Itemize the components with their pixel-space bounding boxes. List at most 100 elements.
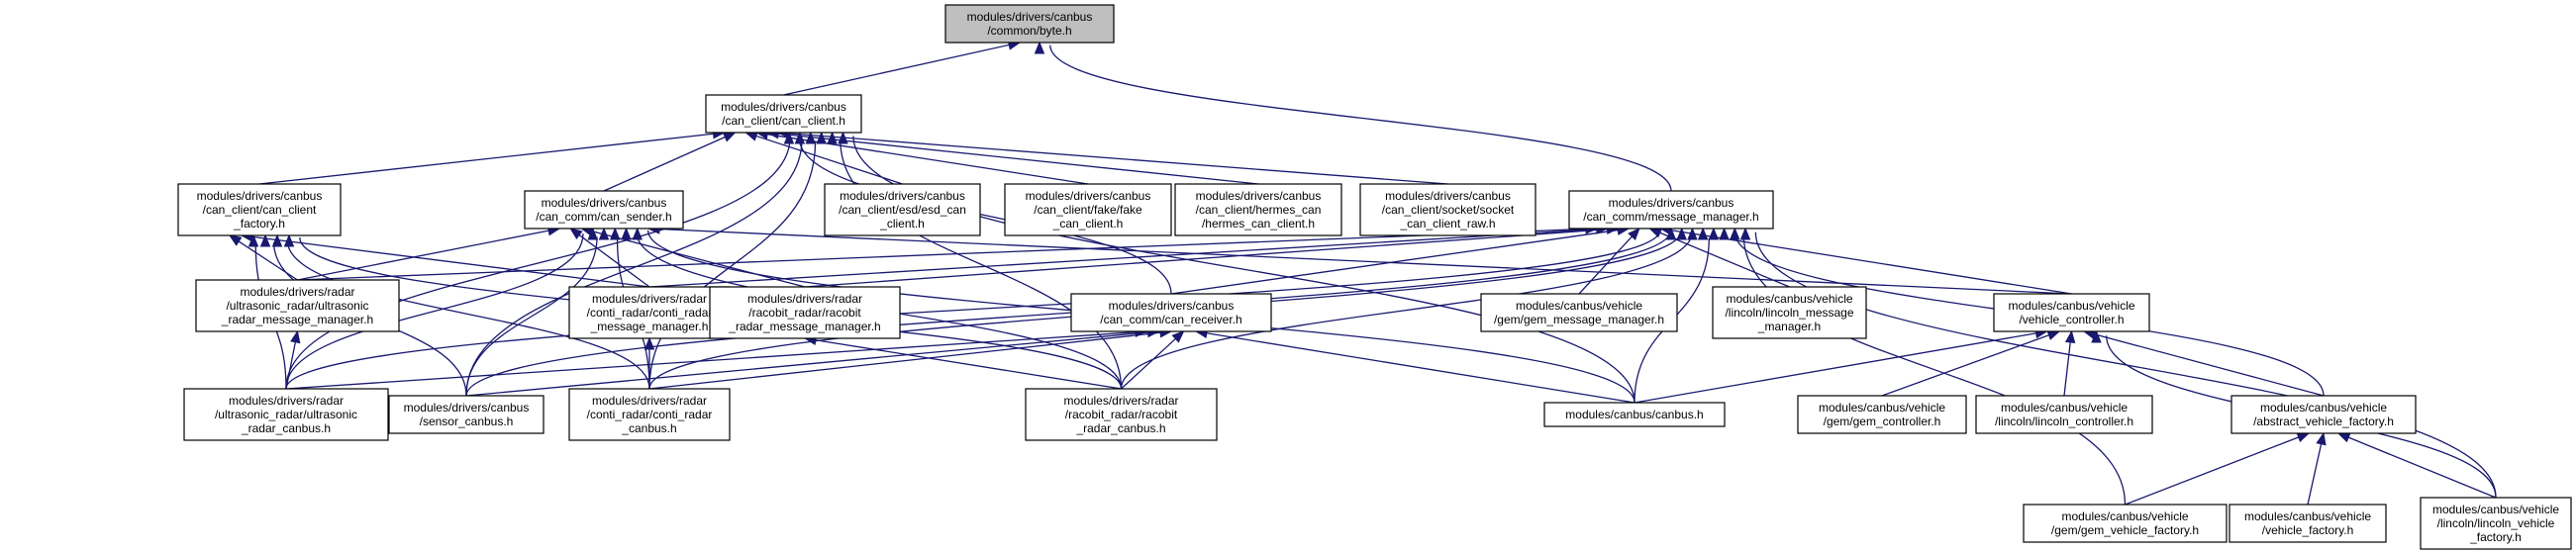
node-conti_radar_message_manager[interactable]: modules/drivers/radar/conti_radar/conti_…	[568, 286, 731, 339]
include-edge-can_client_factory-to-can_client	[258, 129, 726, 185]
node-esd_can_client[interactable]: modules/drivers/canbus/can_client/esd/es…	[824, 183, 981, 236]
arrowhead	[2296, 432, 2311, 443]
node-conti_radar_canbus[interactable]: modules/drivers/radar/conti_radar/conti_…	[568, 388, 731, 441]
node-lincoln_controller[interactable]: modules/canbus/vehicle/lincoln/lincoln_c…	[1975, 395, 2153, 434]
node-label-line: /racobit_radar/racobit	[1065, 408, 1178, 421]
node-message_manager[interactable]: modules/drivers/canbus/can_comm/message_…	[1568, 190, 1774, 230]
node-label-line: modules/canbus/vehicle	[1819, 401, 1945, 415]
node-label-line: /can_client/socket/socket	[1382, 203, 1515, 217]
include-edge-gem_controller-to-vehicle_controller	[1881, 329, 2061, 397]
edge-line	[648, 331, 1161, 390]
node-label-line: /vehicle_factory.h	[2262, 523, 2354, 537]
edge-line	[1049, 45, 1672, 192]
include-edge-racobit_radar_canbus-to-can_receiver	[1121, 330, 1185, 390]
node-box	[195, 279, 400, 332]
node-gem_vehicle_factory[interactable]: modules/canbus/vehicle/gem/gem_vehicle_f…	[2023, 504, 2228, 543]
node-can_client[interactable]: modules/drivers/canbus/can_client/can_cl…	[705, 94, 862, 134]
node-racobit_radar_message_manager[interactable]: modules/drivers/radar/racobit_radar/raco…	[709, 286, 901, 339]
node-box	[2420, 497, 2572, 550]
node-sensor_canbus[interactable]: modules/drivers/canbus/sensor_canbus.h	[388, 395, 545, 434]
node-gem_message_manager[interactable]: modules/canbus/vehicle/gem/gem_message_m…	[1480, 293, 1678, 332]
node-can_receiver[interactable]: modules/drivers/canbus/can_comm/can_rece…	[1070, 293, 1272, 332]
node-label-line: modules/canbus/vehicle	[2008, 299, 2134, 313]
edge-line	[1659, 231, 1790, 288]
edge-line	[2125, 436, 2299, 506]
node-label-line: /gem/gem_vehicle_factory.h	[2051, 523, 2199, 537]
include-edge-ultrasonic_radar_canbus-to-can_client	[285, 131, 806, 390]
include-edge-gem_vehicle_factory-to-message_manager	[1730, 227, 2127, 506]
edge-line	[297, 230, 549, 281]
node-label-line: /can_client/can_client.h	[722, 114, 845, 128]
edge-line	[297, 228, 1587, 281]
node-label-line: /vehicle_controller.h	[2019, 313, 2124, 326]
node-lincoln_message_manager[interactable]: modules/canbus/vehicle/lincoln/lincoln_m…	[1712, 286, 1867, 339]
node-byte[interactable]: modules/drivers/canbus/common/byte.h	[944, 4, 1115, 44]
node-vehicle_factory[interactable]: modules/canbus/vehicle/vehicle_factory.h	[2229, 504, 2387, 543]
edge-line	[798, 137, 1172, 295]
node-label-line: _can_client.h	[1052, 217, 1124, 231]
arrowhead	[1719, 227, 1730, 240]
include-edge-abstract_vehicle_factory-to-vehicle_controller	[2082, 328, 2325, 397]
arrowhead	[1034, 41, 1045, 54]
node-box	[1359, 183, 1536, 236]
node-label-line: /abstract_vehicle_factory.h	[2253, 415, 2394, 428]
node-label-line: modules/drivers/canbus	[1609, 196, 1734, 210]
edge-line	[1121, 337, 1176, 390]
arrowhead	[2336, 432, 2351, 443]
node-label-line: /conti_radar/conti_radar	[587, 408, 713, 421]
node-label-line: _can_client_raw.h	[1399, 217, 1495, 231]
node-label-line: _factory.h	[2469, 530, 2522, 544]
arrowhead	[805, 131, 817, 144]
node-ultrasonic_radar_canbus[interactable]: modules/drivers/radar/ultrasonic_radar/u…	[183, 388, 389, 441]
node-canbus[interactable]: modules/canbus/canbus.h	[1543, 402, 1726, 427]
include-edge-lincoln_vehicle_factory-to-abstract_vehicle_factory	[2336, 432, 2497, 499]
node-label-line: /can_comm/message_manager.h	[1583, 210, 1758, 224]
node-box	[1993, 293, 2150, 332]
node-label-line: modules/drivers/radar	[1063, 394, 1178, 408]
include-edge-sensor_canbus-to-can_sender	[465, 227, 610, 397]
edge-line	[2094, 333, 2325, 397]
edge-line	[258, 133, 714, 185]
node-lincoln_vehicle_factory[interactable]: modules/canbus/vehicle/lincoln/lincoln_v…	[2420, 497, 2572, 550]
node-box	[1070, 293, 1272, 332]
node-can_sender[interactable]: modules/drivers/canbus/can_comm/can_send…	[524, 190, 684, 230]
include-edge-conti_radar_canbus-to-can_client_factory	[271, 233, 650, 390]
node-label-line: /can_client/esd/esd_can	[839, 203, 966, 217]
node-ultrasonic_radar_message_manager[interactable]: modules/drivers/radar/ultrasonic_radar/u…	[195, 279, 400, 332]
arrowhead	[1628, 228, 1640, 241]
node-hermes_can_client[interactable]: modules/drivers/canbus/can_client/hermes…	[1174, 183, 1342, 236]
arrowhead	[259, 233, 271, 247]
node-socket_can_client_raw[interactable]: modules/drivers/canbus/can_client/socket…	[1359, 183, 1536, 236]
node-gem_controller[interactable]: modules/canbus/vehicle/gem/gem_controlle…	[1797, 395, 1967, 434]
arrowhead	[610, 227, 621, 240]
arrowhead	[228, 234, 243, 246]
include-edge-vehicle_factory-to-abstract_vehicle_factory	[2307, 431, 2327, 506]
node-label-line: /hermes_can_client.h	[1202, 217, 1315, 231]
node-box	[1712, 286, 1867, 339]
node-racobit_radar_canbus[interactable]: modules/drivers/radar/racobit_radar/raco…	[1025, 388, 1218, 441]
arrowhead	[621, 227, 632, 240]
arrowhead	[290, 329, 301, 344]
node-label-line: _radar_message_manager.h	[728, 320, 880, 333]
arrowhead	[644, 336, 655, 350]
arrowhead	[569, 228, 583, 240]
node-can_client_factory[interactable]: modules/drivers/canbus/can_client/can_cl…	[177, 183, 342, 236]
node-box	[177, 183, 342, 236]
node-abstract_vehicle_factory[interactable]: modules/canbus/vehicle/abstract_vehicle_…	[2230, 395, 2417, 434]
node-label-line: modules/drivers/canbus	[1385, 189, 1511, 203]
node-label-line: modules/canbus/canbus.h	[1565, 408, 1703, 421]
node-vehicle_controller[interactable]: modules/canbus/vehicle/vehicle_controlle…	[1993, 293, 2150, 332]
node-label-line: modules/drivers/radar	[592, 394, 707, 408]
node-label-line: modules/canbus/vehicle	[2432, 503, 2559, 516]
node-box	[568, 286, 731, 339]
arrowhead	[1708, 227, 1720, 240]
node-fake_can_client[interactable]: modules/drivers/canbus/can_client/fake/f…	[1004, 183, 1172, 236]
include-edge-canbus-to-can_receiver	[1194, 327, 1635, 404]
include-edge-conti_radar_message_manager-to-can_sender	[569, 228, 650, 288]
arrowhead	[271, 233, 283, 247]
edge-line	[251, 235, 650, 288]
node-box	[944, 4, 1115, 44]
node-box	[388, 395, 545, 434]
node-label-line: modules/drivers/canbus	[197, 189, 323, 203]
